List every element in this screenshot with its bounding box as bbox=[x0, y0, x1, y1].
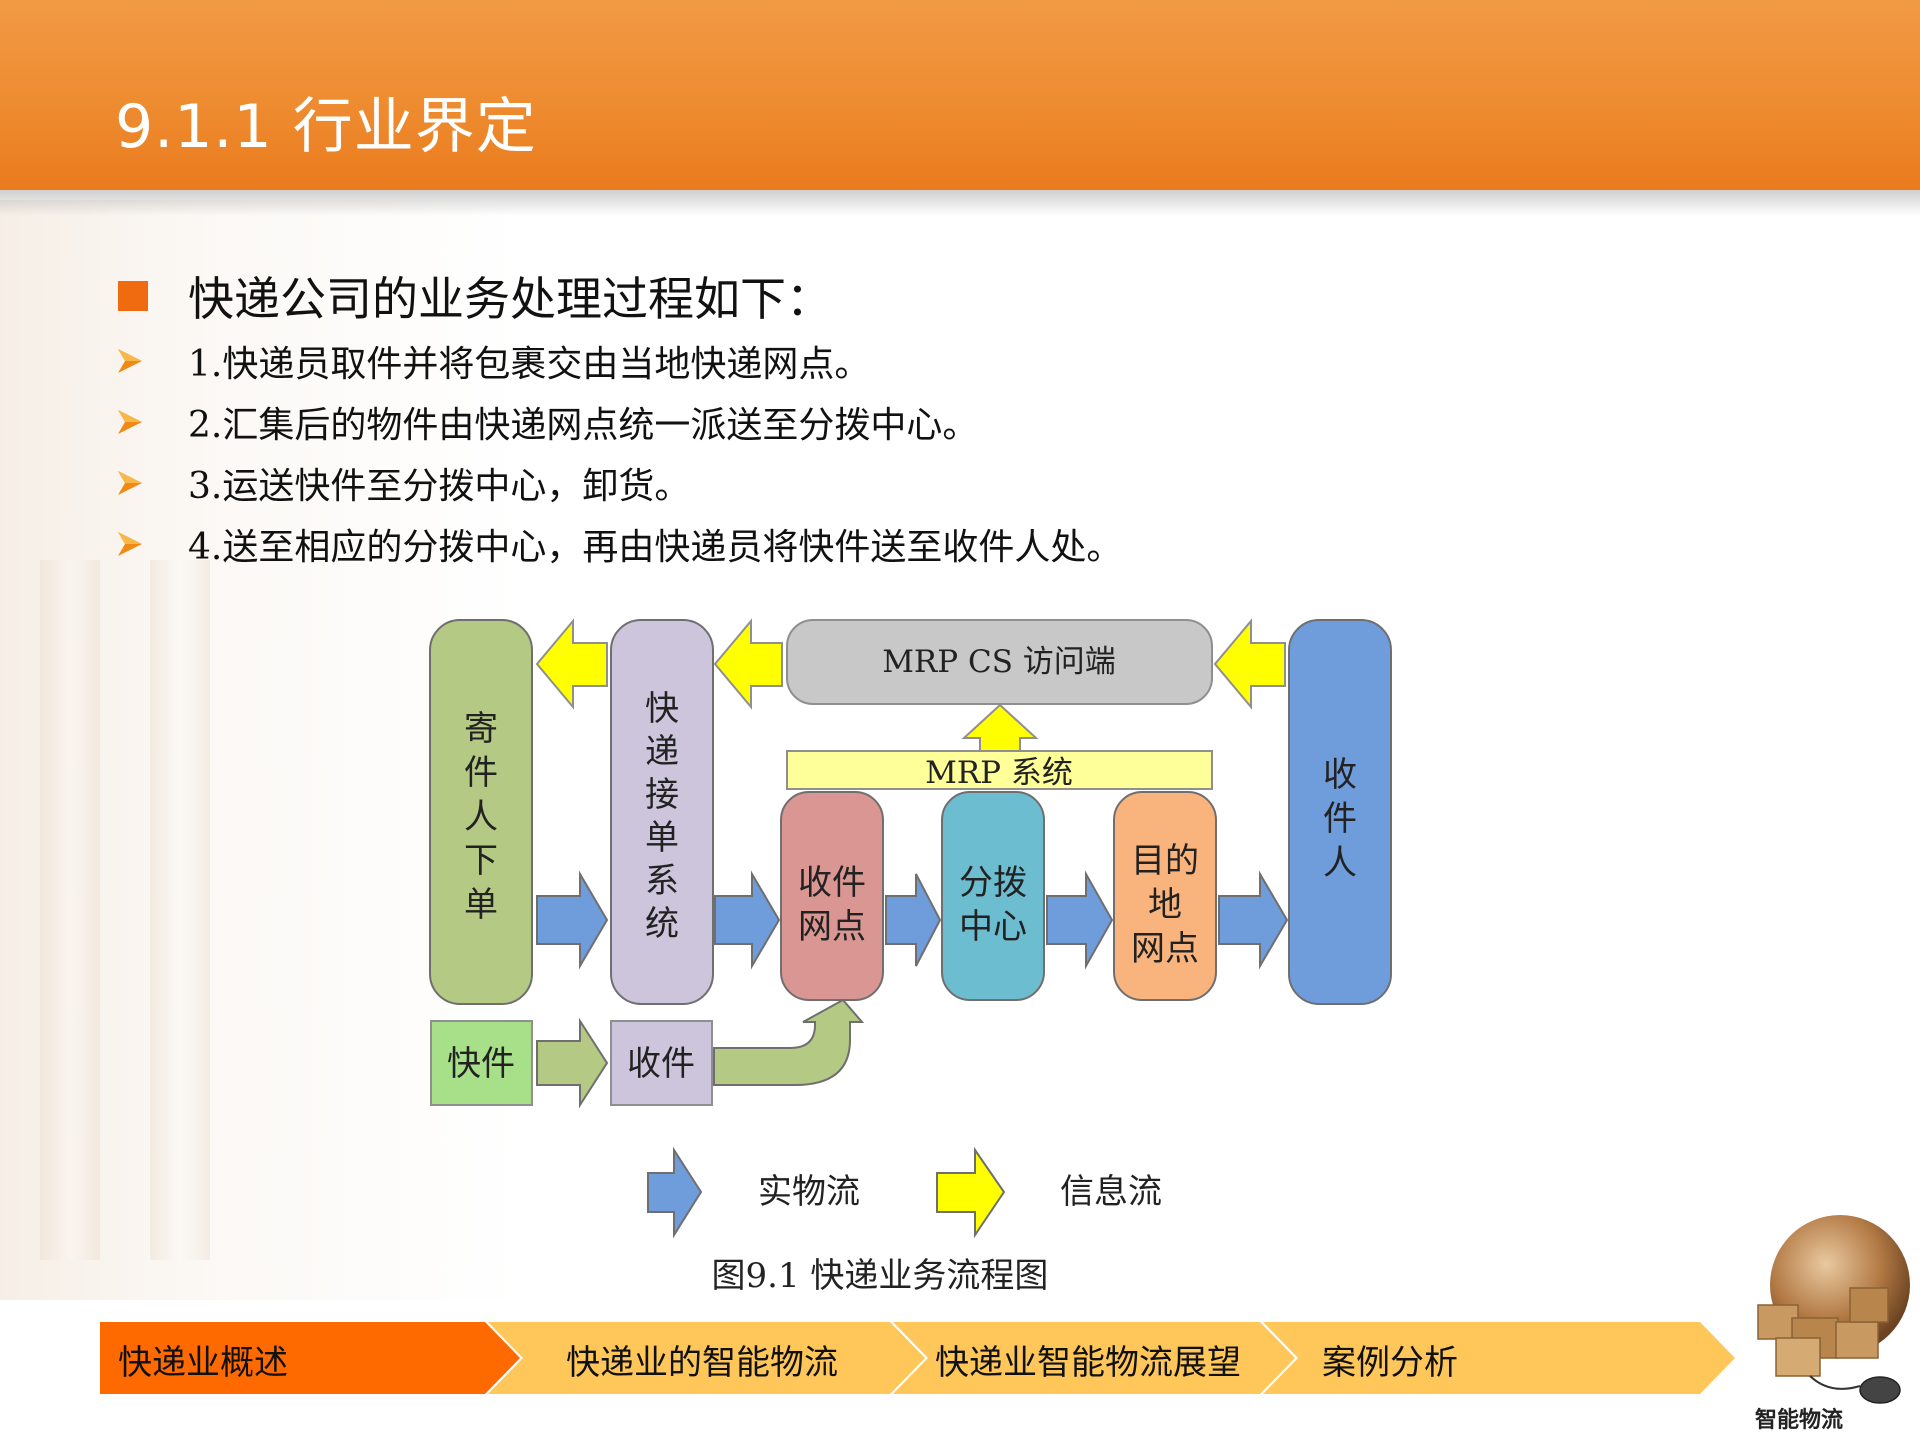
arrow-bullet-icon bbox=[118, 409, 142, 434]
smart-logistics-logo bbox=[1757, 1215, 1910, 1404]
info-flow-arrow bbox=[1213, 618, 1286, 710]
distribution-center-label: 分拨 bbox=[959, 863, 1027, 903]
collect-point-box bbox=[780, 791, 884, 1001]
box-icon bbox=[1775, 1337, 1821, 1377]
background-column bbox=[150, 560, 210, 1260]
arrow-bullet-icon bbox=[118, 470, 142, 495]
distribution-center-box bbox=[941, 791, 1045, 1001]
arrow-bullet-icon bbox=[118, 348, 142, 373]
order-system-label: 统 bbox=[645, 904, 679, 944]
section-nav bbox=[100, 1322, 1735, 1394]
logo-text: 智能物流 bbox=[1755, 1408, 1844, 1433]
list-item-text: 4.送至相应的分拨中心，再由快递员将快件送至收件人处。 bbox=[188, 526, 1123, 568]
parcel-label: 快件 bbox=[447, 1044, 515, 1084]
header-bar bbox=[0, 0, 1920, 190]
collect-point-label: 网点 bbox=[798, 907, 866, 947]
pickup-label: 收件 bbox=[627, 1044, 695, 1084]
legend-physical-flow-label: 实物流 bbox=[758, 1172, 860, 1212]
receiver-label: 件 bbox=[1323, 799, 1357, 839]
mrp-system-label: MRP 系统 bbox=[925, 755, 1073, 791]
list-item: 4.送至相应的分拨中心，再由快递员将快件送至收件人处。 bbox=[116, 513, 1122, 574]
list-item-text: 1.快递员取件并将包裹交由当地快递网点。 bbox=[188, 343, 871, 385]
section-heading: 快递公司的业务处理过程如下： bbox=[188, 272, 832, 326]
mouse-icon bbox=[1859, 1376, 1901, 1404]
physical-flow-arrow bbox=[885, 873, 942, 967]
receiver-label: 收 bbox=[1323, 755, 1357, 795]
parcel-box bbox=[430, 1020, 533, 1106]
order-system-label: 接 bbox=[645, 775, 679, 815]
heading-row: 快递公司的业务处理过程如下： bbox=[118, 263, 832, 329]
physical-flow-arrow bbox=[1218, 870, 1289, 970]
order-system-label: 系 bbox=[645, 861, 679, 901]
order-system-label: 单 bbox=[645, 818, 679, 858]
nav-tab-label: 快递业概述 bbox=[118, 1343, 288, 1383]
list-item: 1.快递员取件并将包裹交由当地快递网点。 bbox=[116, 330, 1122, 391]
sender-order-label: 寄 bbox=[464, 709, 498, 749]
pickup-box bbox=[610, 1020, 713, 1106]
mrp-cs-box bbox=[786, 619, 1213, 705]
nav-tab-case-study[interactable] bbox=[1263, 1322, 1735, 1394]
physical-flow-arrow bbox=[536, 870, 609, 970]
arrow-bullet-icon bbox=[118, 531, 142, 556]
pickup-curved-arrow bbox=[713, 998, 865, 1086]
parcel-flow-arrow bbox=[536, 1017, 609, 1109]
list-item: 2.汇集后的物件由快递网点统一派送至分拨中心。 bbox=[116, 391, 1122, 452]
box-icon bbox=[1849, 1287, 1889, 1323]
sender-order-label: 单 bbox=[464, 885, 498, 925]
info-flow-up-arrow bbox=[961, 703, 1039, 752]
mouse-cable-icon bbox=[1809, 1375, 1861, 1390]
destination-point-label: 地 bbox=[1148, 885, 1182, 925]
box-icon bbox=[1835, 1321, 1879, 1359]
mrp-cs-label: MRP CS 访问端 bbox=[882, 644, 1116, 680]
background-column bbox=[40, 560, 100, 1260]
legend-physical-flow-icon bbox=[647, 1146, 703, 1239]
list-item: 3.运送快件至分拨中心，卸货。 bbox=[116, 452, 1122, 513]
destination-point-box bbox=[1113, 791, 1217, 1001]
nav-tab-outlook[interactable] bbox=[893, 1322, 1295, 1394]
nav-tab-smart-logistics[interactable] bbox=[488, 1322, 925, 1394]
order-system-label: 递 bbox=[645, 732, 679, 772]
receiver-box bbox=[1288, 619, 1392, 1005]
order-system-label: 快 bbox=[645, 689, 679, 729]
sender-order-label: 件 bbox=[464, 753, 498, 793]
sender-order-label: 下 bbox=[464, 841, 498, 881]
destination-point-label: 网点 bbox=[1131, 929, 1199, 969]
nav-tab-label: 快递业智能物流展望 bbox=[935, 1343, 1241, 1383]
distribution-center-label: 中心 bbox=[959, 907, 1027, 947]
legend-info-flow-icon bbox=[936, 1146, 1006, 1239]
bullet-list: 1.快递员取件并将包裹交由当地快递网点。 2.汇集后的物件由快递网点统一派送至分… bbox=[116, 330, 1122, 574]
order-system-box bbox=[610, 619, 714, 1005]
info-flow-arrow bbox=[535, 618, 608, 710]
info-flow-arrow bbox=[713, 618, 783, 710]
figure-caption: 图9.1 快递业务流程图 bbox=[712, 1256, 1049, 1296]
nav-tab-label: 快递业的智能物流 bbox=[566, 1343, 838, 1383]
square-bullet-icon bbox=[118, 281, 148, 311]
page-title: 9.1.1 行业界定 bbox=[115, 92, 537, 162]
list-item-text: 3.运送快件至分拨中心，卸货。 bbox=[188, 465, 691, 507]
nav-tab-overview[interactable] bbox=[100, 1322, 520, 1394]
destination-point-label: 目的 bbox=[1131, 841, 1199, 881]
sender-order-box bbox=[429, 619, 533, 1005]
sender-order-label: 人 bbox=[464, 797, 498, 837]
collect-point-label: 收件 bbox=[798, 863, 866, 903]
mrp-system-bar bbox=[786, 750, 1213, 790]
legend-info-flow-label: 信息流 bbox=[1060, 1172, 1162, 1212]
header-shadow bbox=[0, 190, 1920, 216]
receiver-label: 人 bbox=[1323, 843, 1357, 883]
physical-flow-arrow bbox=[1046, 870, 1114, 970]
nav-tab-label: 案例分析 bbox=[1322, 1343, 1458, 1383]
list-item-text: 2.汇集后的物件由快递网点统一派送至分拨中心。 bbox=[188, 404, 979, 446]
physical-flow-arrow bbox=[714, 870, 781, 970]
